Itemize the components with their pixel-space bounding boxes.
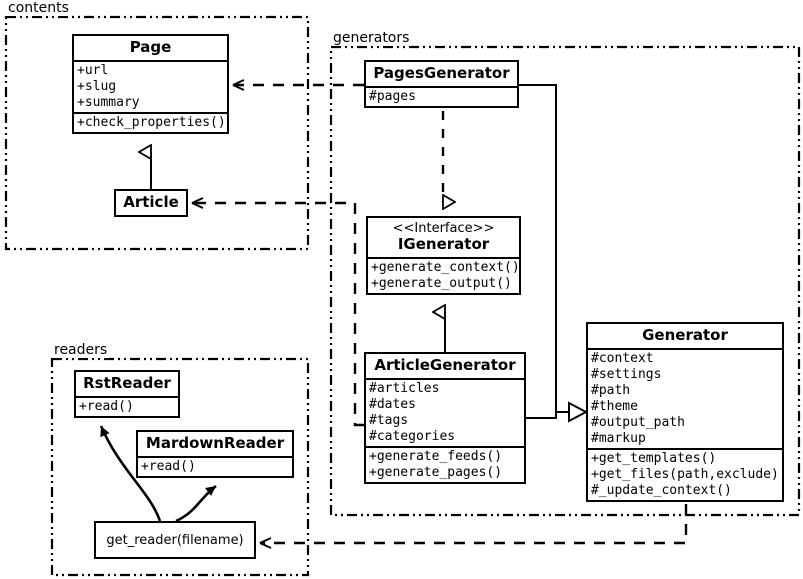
function-label-get-reader: get_reader(filename) [106, 532, 244, 548]
method-item: +check_properties() [77, 115, 226, 130]
edge-articlegenerator-to-generator [526, 412, 557, 419]
class-methods-page: +check_properties() [74, 112, 227, 132]
class-name-page: Page [129, 38, 172, 56]
class-attributes-article-generator: #articles #dates #tags #categories [366, 378, 524, 446]
method-item: +generate_output() [371, 276, 512, 291]
edge-getreader-to-mardownreader [175, 484, 217, 523]
class-box-article-generator[interactable]: ArticleGenerator #articles #dates #tags … [364, 352, 526, 484]
attribute-item: #output_path [591, 415, 685, 430]
attribute-item: #theme [591, 399, 638, 414]
attribute-item: +slug [77, 79, 117, 94]
class-methods-igenerator: +generate_context() +generate_output() [368, 257, 520, 293]
edge-pagesgenerator-to-generator [519, 84, 570, 413]
attribute-item: +url [77, 63, 109, 78]
class-name-igenerator: IGenerator [397, 235, 490, 253]
attribute-item: #articles [369, 381, 440, 396]
class-box-article[interactable]: Article [114, 189, 188, 217]
attribute-item: #path [591, 383, 631, 398]
class-box-igenerator[interactable]: <<Interface>> IGenerator +generate_conte… [366, 216, 521, 295]
attribute-item: #context [591, 351, 654, 366]
class-stereotype-igenerator: <<Interface>> [392, 221, 495, 236]
attribute-item: #dates [369, 397, 416, 412]
attribute-item: #categories [369, 429, 456, 444]
method-item: +get_files(path,exclude) [591, 467, 779, 482]
class-attributes-pages-generator: #pages [366, 86, 517, 106]
class-box-pages-generator[interactable]: PagesGenerator #pages [364, 60, 519, 108]
class-methods-article-generator: +generate_feeds() +generate_pages() [366, 446, 524, 482]
edge-generator-depends-getreader [259, 504, 688, 549]
class-methods-mardown-reader: +read() [138, 456, 292, 476]
class-box-generator[interactable]: Generator #context #settings #path #them… [586, 322, 784, 502]
class-name-rst-reader: RstReader [83, 374, 171, 392]
method-item: +generate_context() [371, 260, 520, 275]
method-item: +read() [141, 459, 196, 474]
attribute-item: #markup [591, 431, 646, 446]
class-methods-rst-reader: +read() [76, 396, 178, 416]
package-label-generators: generators [331, 30, 412, 46]
class-name-article: Article [123, 193, 179, 211]
class-attributes-generator: #context #settings #path #theme #output_… [588, 348, 782, 448]
attribute-item: #settings [591, 367, 662, 382]
package-label-contents: contents [6, 0, 71, 16]
class-methods-generator: +get_templates() +get_files(path,exclude… [588, 448, 782, 500]
method-item: +generate_pages() [369, 465, 503, 480]
method-item: +get_templates() [591, 451, 717, 466]
attribute-item: #tags [369, 413, 409, 428]
class-name-pages-generator: PagesGenerator [373, 64, 510, 82]
function-box-get-reader[interactable]: get_reader(filename) [94, 521, 256, 559]
generalization-triangle-generator [568, 401, 589, 423]
edge-articlegenerator-depends-article [191, 197, 364, 427]
attribute-item: +summary [77, 95, 140, 110]
package-label-readers: readers [52, 342, 110, 358]
class-box-mardown-reader[interactable]: MardownReader +read() [136, 430, 294, 478]
class-box-page[interactable]: Page +url +slug +summary +check_properti… [72, 34, 229, 134]
class-name-generator: Generator [642, 326, 728, 344]
class-box-rst-reader[interactable]: RstReader +read() [74, 370, 180, 418]
method-item: +read() [79, 399, 134, 414]
class-name-mardown-reader: MardownReader [145, 434, 285, 452]
class-attributes-page: +url +slug +summary [74, 60, 227, 112]
method-item: +generate_feeds() [369, 449, 503, 464]
method-item: #_update_context() [591, 483, 732, 498]
attribute-item: #pages [369, 89, 416, 104]
class-name-article-generator: ArticleGenerator [374, 356, 516, 374]
